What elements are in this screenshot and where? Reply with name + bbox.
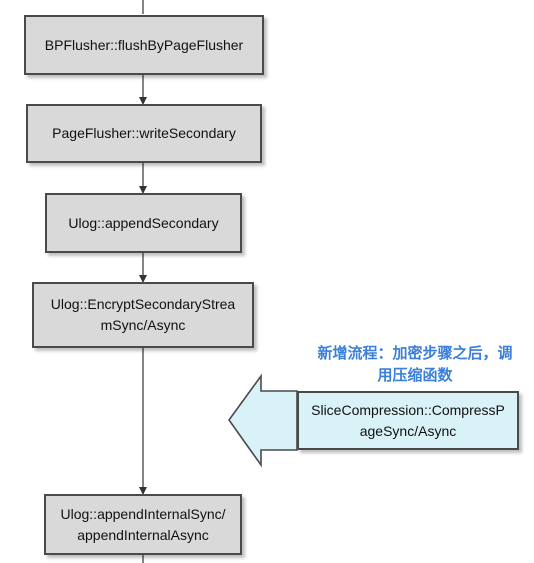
node-label-line: appendInternalAsync	[77, 526, 209, 543]
block-arrow-n6-n4	[228, 373, 298, 468]
node-label-line: SliceCompression::CompressP	[311, 401, 505, 418]
node-label-line: ageSync/Async	[359, 422, 457, 439]
node-bpflusher-flush[interactable]: BPFlusher::flushByPageFlusher	[24, 15, 264, 75]
node-ulog-append-secondary[interactable]: Ulog::appendSecondary	[45, 193, 242, 253]
node-label-line: Ulog::appendSecondary	[68, 214, 219, 231]
node-ulog-encrypt-secondary-stream[interactable]: Ulog::EncryptSecondaryStrea mSync/Async	[32, 282, 254, 348]
node-label-line: Ulog::appendInternalSync/	[60, 505, 226, 522]
node-label-line: BPFlusher::flushByPageFlusher	[44, 36, 244, 53]
annotation-line: 新增流程：加密步骤之后，调	[317, 345, 513, 362]
node-slice-compression-compress-page[interactable]: SliceCompression::CompressP ageSync/Asyn…	[297, 391, 519, 450]
node-label-line: Ulog::EncryptSecondaryStrea	[50, 296, 236, 312]
annotation-new-flow-note: 新增流程：加密步骤之后，调 用压缩函数	[300, 343, 530, 387]
annotation-line: 用压缩函数	[377, 367, 453, 384]
node-ulog-append-internal[interactable]: Ulog::appendInternalSync/ appendInternal…	[44, 494, 242, 555]
node-pageflusher-write-secondary[interactable]: PageFlusher::writeSecondary	[26, 104, 262, 163]
node-label-line: mSync/Async	[100, 317, 186, 333]
node-label-line: PageFlusher::writeSecondary	[52, 125, 236, 141]
